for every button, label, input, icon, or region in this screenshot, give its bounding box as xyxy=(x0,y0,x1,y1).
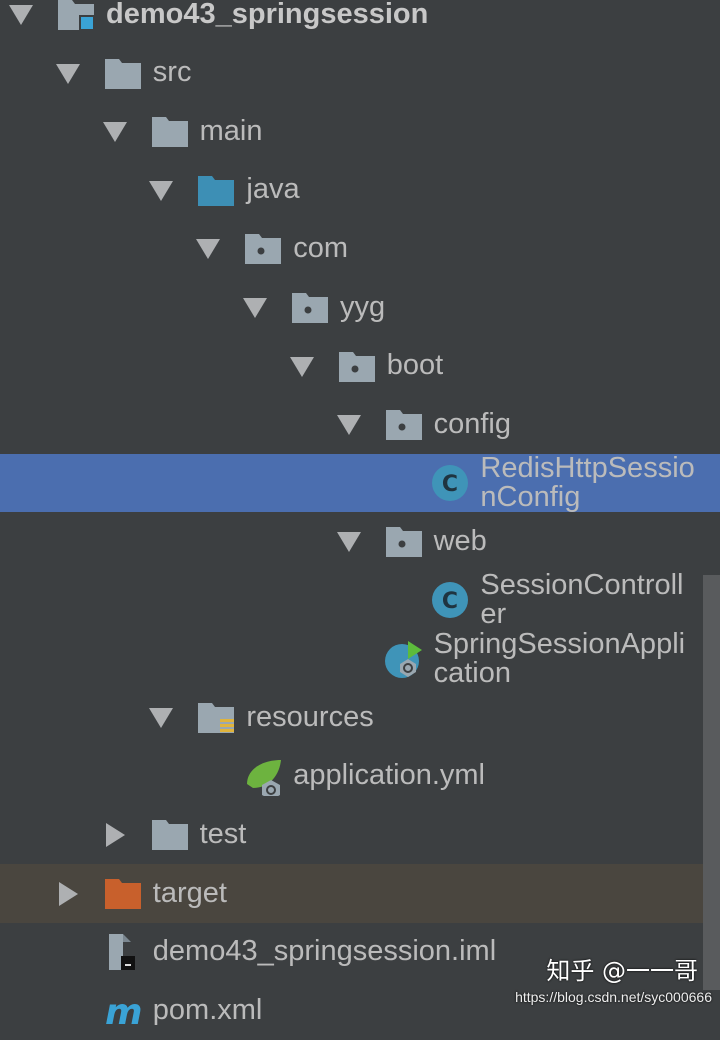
expand-arrow-icon[interactable] xyxy=(148,178,174,204)
excluded-folder-icon xyxy=(103,873,143,913)
expand-arrow-icon[interactable] xyxy=(289,354,315,380)
expand-arrow-icon[interactable] xyxy=(8,2,34,28)
tree-item-label: main xyxy=(199,114,263,147)
module-folder-icon xyxy=(56,0,96,34)
tree-item[interactable]: config xyxy=(0,395,720,454)
tree-item-label: test xyxy=(199,817,247,850)
tree-item-label: resources xyxy=(246,700,374,733)
folder-icon xyxy=(103,53,143,93)
tree-item-label: boot xyxy=(386,349,444,382)
expand-arrow-icon[interactable] xyxy=(148,705,174,731)
tree-item-label: yyg xyxy=(340,290,386,323)
package-icon xyxy=(290,287,330,327)
tree-item[interactable]: demo43_springsession xyxy=(0,0,720,44)
tree-item[interactable]: application.yml xyxy=(0,747,720,806)
source-folder-icon xyxy=(196,170,236,210)
tree-item-label: RedisHttpSessionConfig xyxy=(480,451,695,513)
tree-item[interactable]: main xyxy=(0,102,720,161)
tree-item-label: target xyxy=(152,876,227,909)
svg-text:C: C xyxy=(442,589,458,614)
vertical-scrollbar[interactable] xyxy=(703,575,720,990)
package-icon xyxy=(243,228,283,268)
expand-arrow-icon[interactable] xyxy=(195,236,221,262)
tree-item-label: src xyxy=(152,56,192,89)
tree-item[interactable]: src xyxy=(0,44,720,103)
tree-item-label: com xyxy=(293,231,348,264)
tree-item-label: demo43_springsession.iml xyxy=(152,935,497,968)
tree-item[interactable]: SpringSessionApplication xyxy=(0,627,720,689)
tree-item[interactable]: target xyxy=(0,864,720,923)
class-icon: C xyxy=(430,580,470,620)
tree-item-label: java xyxy=(246,173,300,206)
package-icon xyxy=(384,521,424,561)
expand-arrow-icon[interactable] xyxy=(242,295,268,321)
collapse-arrow-icon[interactable] xyxy=(102,822,128,848)
package-icon xyxy=(384,404,424,444)
tree-item-label: SessionController xyxy=(480,569,684,630)
tree-item-label: web xyxy=(433,524,487,557)
tree-item[interactable]: resources xyxy=(0,688,720,747)
watermark: 知乎 @一一哥 xyxy=(546,957,698,985)
tree-item[interactable]: demo43_springsession.iml xyxy=(0,923,720,982)
tree-item-label: pom.xml xyxy=(152,993,263,1026)
iml-file-icon xyxy=(103,932,143,972)
tree-item[interactable]: yyg xyxy=(0,278,720,337)
spring-boot-class-icon xyxy=(384,639,424,679)
folder-icon xyxy=(150,814,190,854)
tree-item-label: SpringSessionApplication xyxy=(433,627,686,689)
folder-icon xyxy=(150,111,190,151)
resources-folder-icon xyxy=(196,697,236,737)
expand-arrow-icon[interactable] xyxy=(102,119,128,145)
expand-arrow-icon[interactable] xyxy=(336,412,362,438)
watermark-url: https://blog.csdn.net/syc000666 xyxy=(515,989,712,1005)
tree-item[interactable]: test xyxy=(0,805,720,864)
tree-item[interactable]: C SessionController xyxy=(0,571,720,630)
class-icon: C xyxy=(430,463,470,503)
tree-item-label: config xyxy=(433,407,511,440)
tree-item-label: application.yml xyxy=(293,759,486,792)
expand-arrow-icon[interactable] xyxy=(336,529,362,555)
tree-item-label: demo43_springsession xyxy=(106,0,429,30)
svg-text:C: C xyxy=(442,472,458,497)
collapse-arrow-icon[interactable] xyxy=(55,881,81,907)
spring-yml-icon xyxy=(243,756,283,800)
tree-item[interactable]: C RedisHttpSessionConfig xyxy=(0,451,720,513)
tree-item[interactable]: web xyxy=(0,512,720,571)
tree-item[interactable]: boot xyxy=(0,337,720,396)
tree-item[interactable]: java xyxy=(0,161,720,220)
maven-icon: m xyxy=(103,990,143,1033)
package-icon xyxy=(337,346,377,386)
tree-item[interactable]: com xyxy=(0,219,720,278)
expand-arrow-icon[interactable] xyxy=(55,61,81,87)
svg-text:m: m xyxy=(105,992,143,1030)
